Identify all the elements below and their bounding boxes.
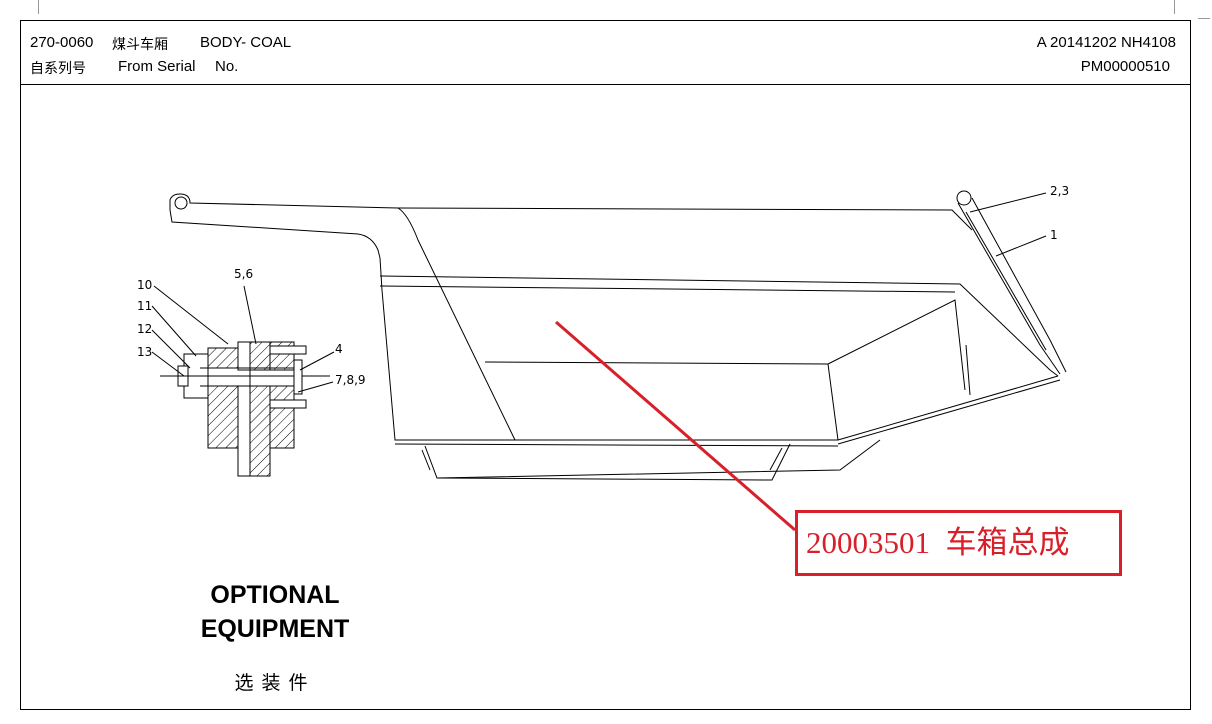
crop-mark-top-right <box>1174 0 1175 14</box>
callout-11: 11 <box>137 299 152 313</box>
detail-callouts: 10 11 12 13 5,6 4 7,8,9 <box>137 267 366 393</box>
callout-10: 10 <box>137 278 152 292</box>
main-callouts: 2,3 1 <box>969 184 1069 257</box>
callout-4: 4 <box>335 342 343 356</box>
callout-13: 13 <box>137 345 152 359</box>
optional-equipment-cn: 选装件 <box>234 672 316 694</box>
serial-label-en: From Serial <box>118 58 196 75</box>
callout-2-3: 2,3 <box>1050 184 1069 198</box>
callout-12: 12 <box>137 322 152 336</box>
callout-7-8-9: 7,8,9 <box>335 373 366 387</box>
optional-line-1: OPTIONAL <box>210 581 340 609</box>
crop-mark-right <box>1198 18 1210 19</box>
body-box <box>379 207 1061 481</box>
hinge-post <box>956 190 1067 375</box>
part-number: 270-0060 <box>30 34 94 51</box>
serial-label-cn: 自系列号 <box>30 61 86 77</box>
header-separator <box>20 84 1191 85</box>
body-arm <box>169 193 399 259</box>
optional-line-2: EQUIPMENT <box>200 615 350 643</box>
title-en: BODY- COAL <box>200 34 292 51</box>
callout-5-6: 5,6 <box>234 267 253 281</box>
page-frame <box>20 20 1191 710</box>
optional-equipment-title: OPTIONAL EQUIPMENT <box>175 578 375 646</box>
revision: A 20141202 NH4108 <box>1036 34 1176 51</box>
section-detail <box>160 341 330 477</box>
annotation-leader <box>555 320 796 532</box>
title-cn: 煤斗车厢 <box>112 37 168 53</box>
callout-1: 1 <box>1050 228 1058 242</box>
crop-mark-top-left <box>38 0 39 14</box>
part-annotation-box: 20003501 车箱总成 <box>795 510 1122 576</box>
serial-no: No. <box>215 58 239 75</box>
serial-value: PM00000510 <box>1080 58 1170 75</box>
